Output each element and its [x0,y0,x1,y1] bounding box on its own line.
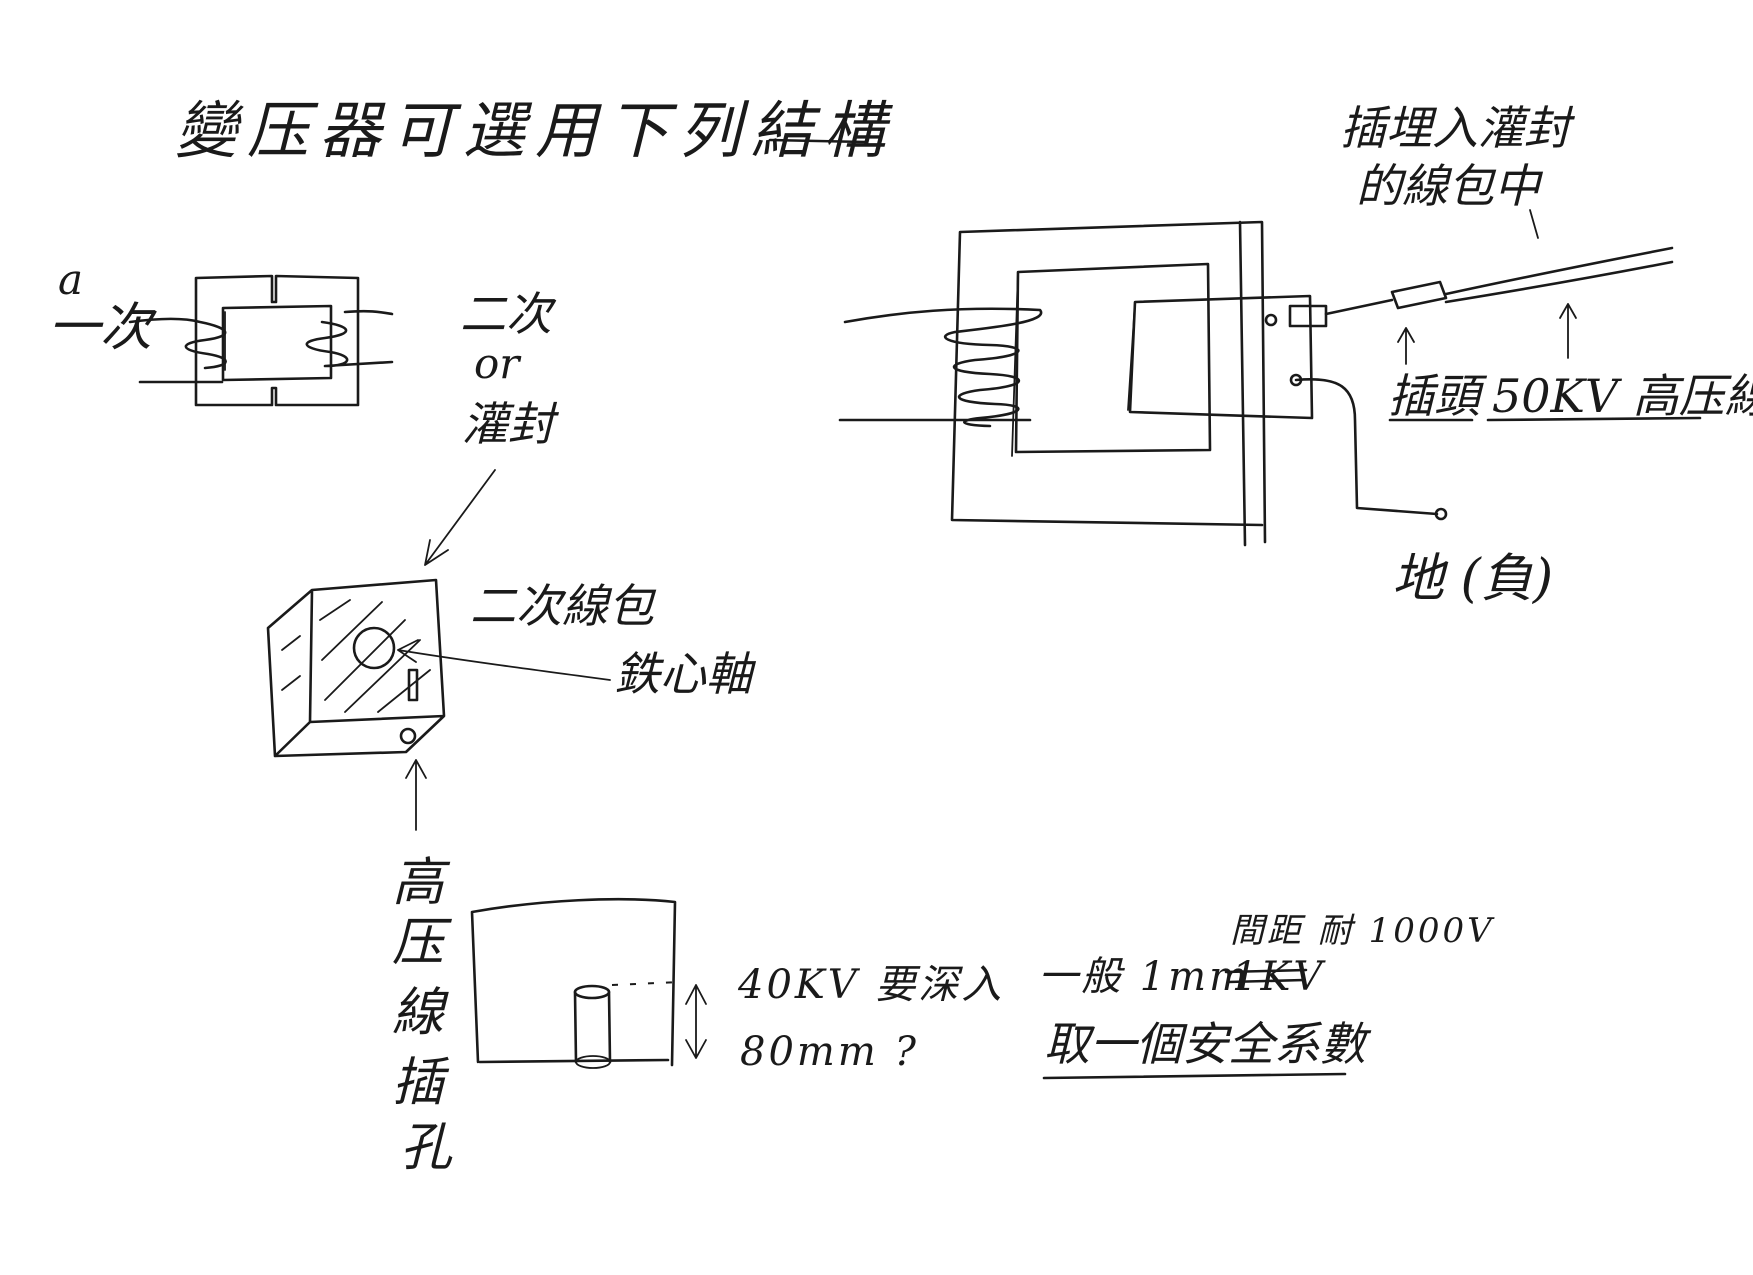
plug-socket-slot [1288,304,1328,328]
inner-window-left-rail [1011,271,1019,457]
core-axis-arrow [397,639,611,681]
secondary-box-rail [1127,301,1136,411]
box-outline [266,578,446,758]
insulation-notes: 間距 耐 1000V 一般 1mm 1KV 取一個安全系數 [1038,911,1495,1080]
hv-socket-arrow [405,759,427,831]
primary-winding-label: 一次 [48,298,157,358]
depth-dimension-arrow [685,984,707,1059]
plug-arrow [1397,327,1415,365]
socket-walls [573,990,612,1064]
sketch-title: 變压器可選用下列結構 [175,94,895,167]
safety-factor-underline [1042,1072,1347,1080]
ground-end-terminal [1434,507,1448,521]
potting-arrow [424,469,496,566]
ground-label: 地 (負) [1392,549,1553,609]
primary-coil [838,307,1043,428]
core-outer [194,274,360,407]
inner-window [1014,262,1212,454]
hv-cable-label: 50KV 高压線 [1492,369,1753,423]
insert-note-line-2: 的線包中 [1356,159,1544,213]
socket-depth-sketch [470,897,707,1069]
secondary-coil-label: 二次線包 [470,579,657,633]
transformer-plug-sketch [838,209,1674,547]
hv-cable-label-underline [1486,416,1702,422]
primary-winding [128,317,227,384]
plug-socket-terminal [1264,313,1278,327]
socket-top-ellipse [573,984,611,1000]
hv-socket-char-5: 孔 [400,1118,453,1178]
hv-socket-char-3: 線 [392,983,449,1043]
depth-value-label: 80mm ? [740,1029,919,1075]
hv-socket-char-1: 高 [392,853,451,913]
secondary-winding-label: 二次 [460,287,557,341]
insert-note-line-1: 插埋入灌封 [1340,101,1576,155]
box-hatching [281,599,431,713]
plug-body [1390,280,1448,310]
hv-socket-slot [407,668,419,702]
secondary-winding [305,309,394,368]
hv-socket-vertical-label: 高 压 線 插 孔 [392,853,453,1178]
spacing-prefix-note: 一般 1mm [1038,954,1250,1000]
depth-bottom-line [478,1058,670,1064]
hv-socket-char-2: 压 [392,913,453,973]
primary-marker: a [58,255,83,304]
depth-block-outline [470,897,677,1067]
insert-note-arrow [1529,209,1539,239]
hv-socket-char-4: 插 [392,1053,450,1113]
outer-core [950,220,1267,544]
secondary-box [1128,294,1314,420]
core-axis-label: 鉄心軸 [614,647,757,701]
cable-arrow [1559,303,1577,359]
transformer-core-sketch [128,274,394,407]
potting-label: 灌封 [462,397,560,451]
potted-coil-box-sketch [266,578,611,831]
safety-factor-note: 取一個安全系數 [1044,1017,1372,1071]
plug-label: 插頭 [1388,369,1488,423]
or-connector-label: or [474,339,522,388]
core-window [221,304,333,382]
outer-core-right-rail [1238,220,1247,547]
hv-cable [1324,246,1674,316]
ground-wire [1294,377,1439,516]
socket-bottom-ellipse [575,1055,611,1069]
depth-guide-top [611,981,681,986]
core-axis-hole [352,626,396,670]
strike-through [1224,968,1308,984]
struck-value-note: 1KV [1232,954,1326,1000]
title-underline-stroke [768,138,867,144]
voltage-depth-label: 40KV 要深入 [737,962,1004,1008]
spacing-rating-note: 間距 耐 1000V [1230,911,1495,951]
hv-socket-hole [399,727,417,745]
